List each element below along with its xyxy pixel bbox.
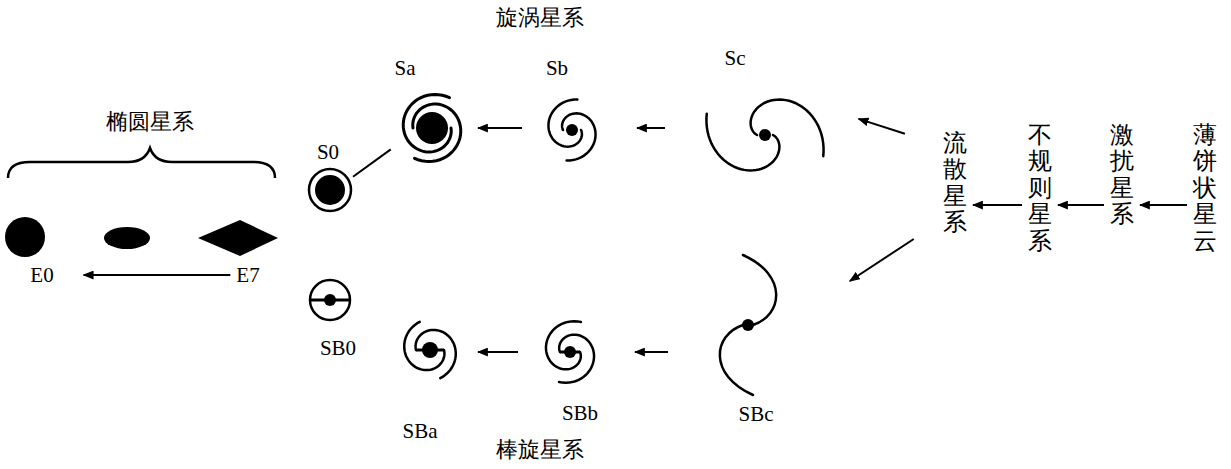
galaxy-type-label: E0 — [30, 265, 53, 286]
galaxy-core — [564, 346, 576, 358]
galaxy-symbol — [4, 216, 46, 258]
stage-name: 激扰星系 — [1110, 122, 1134, 228]
galaxy-diamond — [198, 220, 278, 256]
spiral-arm — [403, 94, 451, 152]
galaxy-node: Sa — [394, 90, 470, 166]
galaxy-type-label: Sc — [725, 48, 746, 69]
spiral-arm — [562, 113, 596, 160]
galaxy-disc — [5, 217, 45, 257]
evolution-arrow — [637, 127, 665, 129]
spiral-arm — [416, 330, 456, 378]
evolution-arrow — [1058, 204, 1104, 206]
galaxy-ring — [310, 280, 350, 320]
galaxy-symbol — [307, 168, 353, 212]
galaxy-symbol — [395, 317, 465, 383]
stage-text-node: 流散星系 — [943, 130, 967, 236]
spiral-arm — [720, 325, 753, 395]
spiral-arm — [546, 321, 581, 369]
galaxy-symbol — [198, 220, 278, 256]
galaxy-core — [324, 294, 336, 306]
evolution-arrow — [850, 239, 914, 281]
galaxy-core — [759, 129, 771, 141]
galaxy-type-label: SB0 — [320, 338, 356, 359]
spiral-arm — [751, 100, 824, 157]
stage-name: 流散星系 — [943, 130, 967, 236]
galaxy-ring — [309, 169, 351, 211]
galaxy-node: E0 — [4, 216, 46, 258]
evolution-arrow — [859, 119, 905, 134]
evolution-arrow — [478, 351, 518, 353]
evolution-arrow — [973, 204, 1022, 206]
galaxy-node: SBa — [395, 317, 465, 383]
galaxy-core — [315, 175, 345, 205]
galaxy-core — [416, 112, 448, 144]
galaxy-type-label: Sb — [546, 58, 568, 79]
galaxy-node: SBc — [713, 250, 783, 400]
spiral-arm — [559, 335, 594, 383]
evolution-arrow — [1140, 204, 1187, 206]
galaxy-type-label: SBa — [402, 421, 437, 442]
group-heading: 旋涡星系 — [496, 7, 584, 29]
galaxy-node: S0 — [307, 168, 353, 212]
galaxy-type-label: SBc — [738, 404, 773, 425]
galaxy-node: E7 — [198, 220, 278, 256]
galaxy-core — [422, 342, 438, 358]
galaxy-node: Sc — [700, 72, 830, 198]
spiral-arm — [743, 255, 776, 325]
evolution-arrow — [635, 351, 668, 353]
galaxy-node: Sb — [537, 95, 607, 165]
stage-name: 不规则星系 — [1028, 122, 1052, 254]
stage-text-node: 不规则星系 — [1028, 122, 1052, 254]
spiral-arm — [413, 104, 461, 162]
brace — [8, 148, 275, 178]
galaxy-node: SBb — [535, 317, 605, 387]
evolution-arrow — [478, 127, 522, 129]
elliptical-galaxy-symbol — [104, 227, 150, 249]
galaxy-core — [742, 319, 754, 331]
galaxy-type-label: S0 — [317, 142, 339, 163]
galaxy-symbol — [394, 90, 470, 166]
spiral-arm — [706, 114, 779, 171]
stage-text-node: 激扰星系 — [1110, 122, 1134, 228]
stage-text-node: 薄饼状星云 — [1193, 122, 1217, 254]
galaxy-symbol — [308, 278, 352, 322]
spiral-arm — [548, 99, 582, 146]
galaxy-symbol — [535, 317, 605, 387]
stage-name: 薄饼状星云 — [1193, 122, 1217, 254]
group-heading: 棒旋星系 — [496, 439, 584, 461]
group-heading: 椭圆星系 — [106, 111, 194, 133]
connector-line — [353, 149, 391, 176]
galaxy-type-label: E7 — [236, 265, 259, 286]
galaxy-type-label: Sa — [395, 58, 416, 79]
galaxy-symbol — [700, 72, 830, 198]
galaxy-symbol — [713, 250, 783, 400]
galaxy-node: SB0 — [308, 278, 352, 322]
galaxy-core — [566, 124, 578, 136]
spiral-arm — [404, 322, 444, 370]
evolution-arrow — [84, 274, 231, 276]
galaxy-symbol — [537, 95, 607, 165]
galaxy-type-label: SBb — [562, 403, 598, 424]
